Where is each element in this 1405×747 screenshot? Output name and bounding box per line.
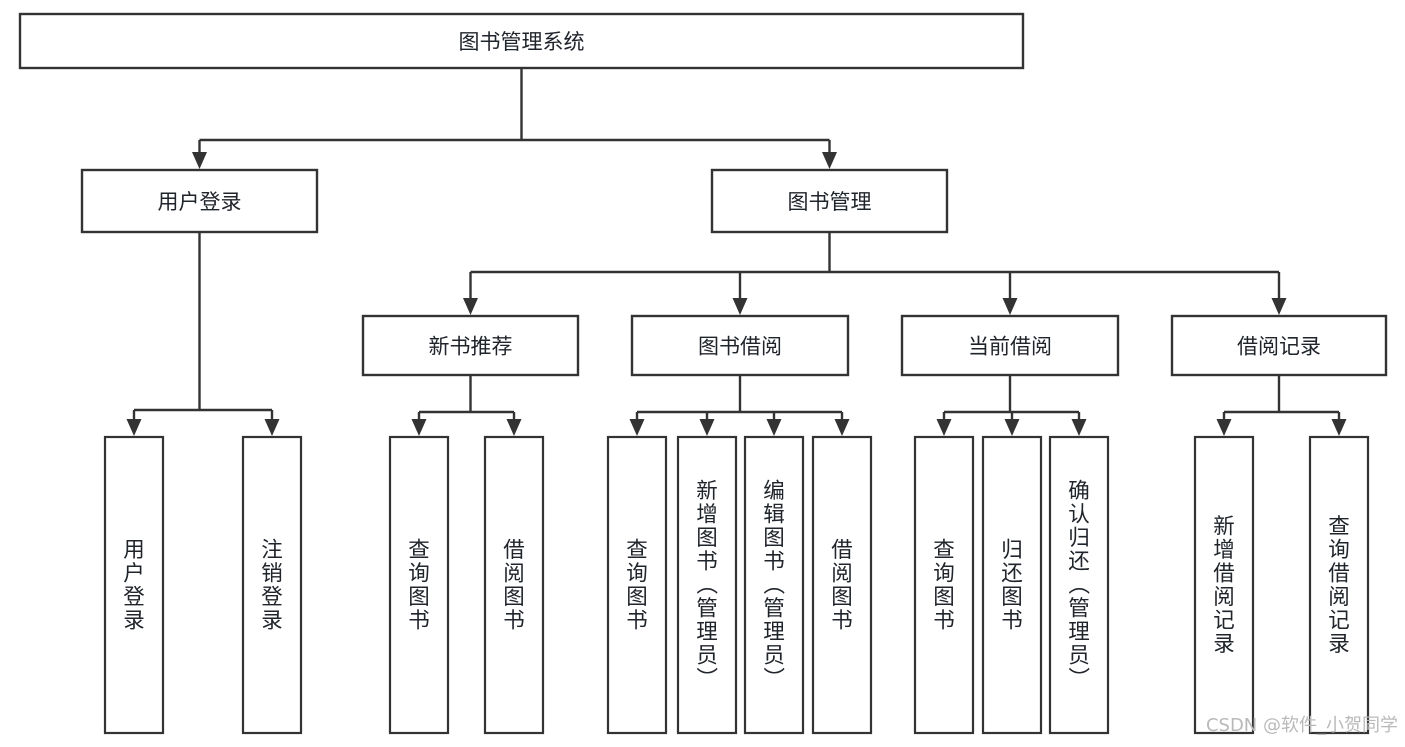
node-label-leaf-borrow-book-2: 借阅图书 [831, 537, 853, 633]
node-label-leaf-edit-book: 编辑图书（管理员） [763, 479, 785, 692]
node-label-leaf-user-login: 用户登录 [123, 537, 145, 633]
conn-user-login-arrow-0 [126, 419, 142, 436]
conn-book-borrow-arrow-2 [766, 419, 782, 436]
node-box-leaf-query-borrow-record [1308, 435, 1370, 735]
node-label-leaf-query-book-1: 查询图书 [408, 537, 430, 633]
node-box-root [18, 12, 1025, 70]
conn-bookmanage-arrow-2 [1002, 298, 1018, 315]
conn-borrow-record-arrow-1 [1331, 419, 1347, 436]
node-leaf-return-book[interactable]: 归还图书 [981, 435, 1043, 735]
node-leaf-user-login[interactable]: 用户登录 [103, 435, 165, 735]
conn-current-borrow-arrow-2 [1071, 419, 1087, 436]
conn-bookmanage-arrow-3 [1271, 298, 1287, 315]
node-new-book-recommend[interactable]: 新书推荐 [361, 314, 580, 377]
node-label-leaf-query-borrow-record: 查询借阅记录 [1328, 514, 1350, 657]
watermark-label: CSDN @软件_小贺同学 [1206, 715, 1398, 736]
node-label-leaf-borrow-book-1: 借阅图书 [503, 537, 525, 633]
node-box-leaf-query-book-2 [606, 435, 668, 735]
node-leaf-borrow-book-2[interactable]: 借阅图书 [811, 435, 873, 735]
node-box-leaf-user-logout [241, 435, 303, 735]
node-box-leaf-return-book [981, 435, 1043, 735]
node-leaf-query-borrow-record[interactable]: 查询借阅记录 [1308, 435, 1370, 735]
conn-book-borrow-arrow-1 [699, 419, 715, 436]
node-box-leaf-query-book-1 [388, 435, 450, 735]
node-borrow-record[interactable]: 借阅记录 [1170, 314, 1388, 377]
node-box-leaf-user-login [103, 435, 165, 735]
node-box-leaf-add-borrow-record [1193, 435, 1255, 735]
conn-book-borrow-arrow-0 [629, 419, 645, 436]
conn-root-arrow-0 [192, 152, 207, 169]
node-box-leaf-add-book [676, 435, 738, 735]
node-box-leaf-borrow-book-2 [811, 435, 873, 735]
node-label-leaf-add-borrow-record: 新增借阅记录 [1213, 514, 1235, 657]
node-leaf-borrow-book-1[interactable]: 借阅图书 [483, 435, 545, 735]
node-leaf-query-book-1[interactable]: 查询图书 [388, 435, 450, 735]
node-label-leaf-user-logout: 注销登录 [261, 537, 283, 633]
node-label-book-manage: 图书管理 [788, 190, 872, 214]
node-leaf-add-book[interactable]: 新增图书（管理员） [676, 435, 738, 735]
node-label-leaf-query-book-2: 查询图书 [626, 537, 648, 633]
node-label-new-book-recommend: 新书推荐 [429, 335, 513, 359]
node-box-borrow-record [1170, 314, 1388, 377]
node-box-user-login [80, 168, 319, 234]
node-label-leaf-confirm-return: 确认归还（管理员） [1068, 479, 1090, 692]
node-label-borrow-record: 借阅记录 [1237, 335, 1321, 359]
conn-current-borrow-arrow-0 [936, 419, 952, 436]
node-box-leaf-borrow-book-1 [483, 435, 545, 735]
conn-borrow-record-arrow-0 [1216, 419, 1232, 436]
node-root[interactable]: 图书管理系统 [18, 12, 1025, 70]
node-label-book-borrow: 图书借阅 [698, 335, 782, 359]
node-book-manage[interactable]: 图书管理 [710, 168, 949, 234]
node-box-leaf-confirm-return [1048, 435, 1110, 735]
node-leaf-query-book-3[interactable]: 查询图书 [913, 435, 975, 735]
node-layer: 图书管理系统用户登录图书管理新书推荐图书借阅当前借阅借阅记录用户登录注销登录查询… [18, 12, 1388, 735]
conn-root-arrow-1 [822, 152, 837, 169]
node-box-book-manage [710, 168, 949, 234]
node-current-borrow[interactable]: 当前借阅 [900, 314, 1120, 377]
node-leaf-query-book-2[interactable]: 查询图书 [606, 435, 668, 735]
conn-user-login-arrow-1 [264, 419, 280, 436]
node-leaf-user-logout[interactable]: 注销登录 [241, 435, 303, 735]
conn-bookmanage-arrow-0 [463, 298, 478, 315]
node-box-new-book-recommend [361, 314, 580, 377]
node-label-root: 图书管理系统 [459, 30, 585, 54]
connector-layer [126, 68, 1347, 436]
conn-book-borrow-arrow-3 [834, 419, 850, 436]
conn-new-book-recommend-arrow-1 [506, 419, 522, 436]
node-label-leaf-return-book: 归还图书 [1001, 537, 1023, 633]
node-box-leaf-query-book-3 [913, 435, 975, 735]
node-leaf-confirm-return[interactable]: 确认归还（管理员） [1048, 435, 1110, 735]
node-box-book-borrow [630, 314, 850, 377]
conn-bookmanage-arrow-1 [732, 298, 748, 315]
node-leaf-edit-book[interactable]: 编辑图书（管理员） [743, 435, 805, 735]
node-label-current-borrow: 当前借阅 [968, 335, 1052, 359]
conn-new-book-recommend-arrow-0 [411, 419, 427, 436]
node-leaf-add-borrow-record[interactable]: 新增借阅记录 [1193, 435, 1255, 735]
node-box-leaf-edit-book [743, 435, 805, 735]
node-user-login[interactable]: 用户登录 [80, 168, 319, 234]
node-book-borrow[interactable]: 图书借阅 [630, 314, 850, 377]
node-label-user-login: 用户登录 [158, 190, 242, 214]
conn-current-borrow-arrow-1 [1004, 419, 1020, 436]
node-label-leaf-query-book-3: 查询图书 [933, 537, 955, 633]
node-box-current-borrow [900, 314, 1120, 377]
node-label-leaf-add-book: 新增图书（管理员） [696, 479, 718, 692]
